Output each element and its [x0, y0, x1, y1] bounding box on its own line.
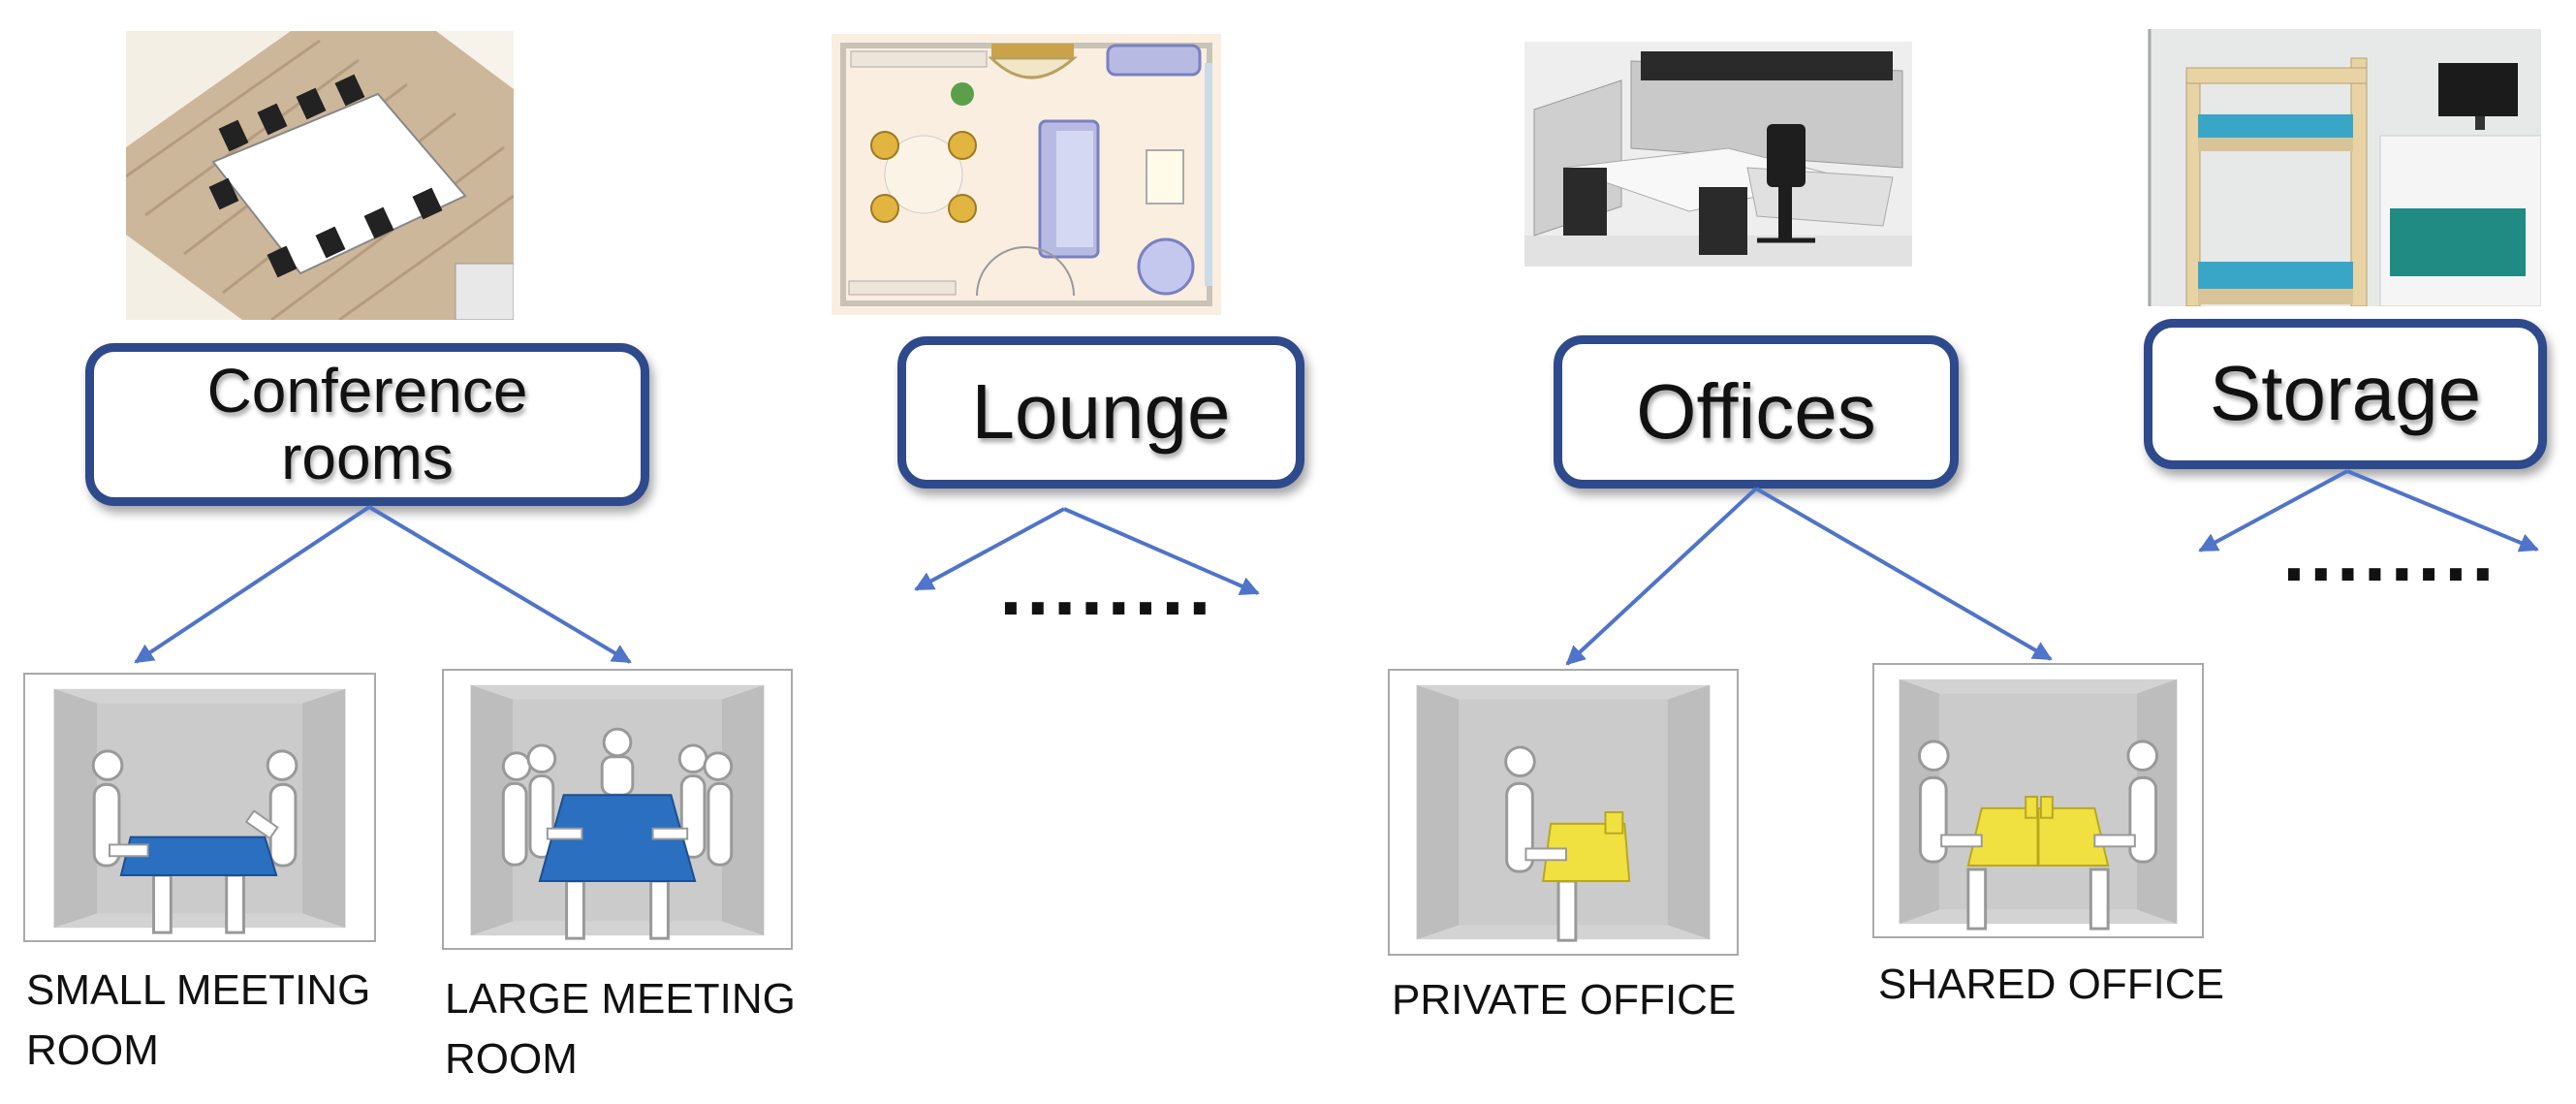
category-label: Offices	[1636, 367, 1876, 455]
category-box-storage: Storage	[2144, 319, 2547, 469]
offices-cubicle-photo	[1524, 42, 1912, 267]
large-meeting-room-thumb	[442, 669, 793, 950]
arrow-storage-right	[2346, 469, 2539, 552]
storage-bunk-photo	[2148, 29, 2541, 306]
private-office-thumb	[1388, 669, 1739, 956]
category-label: Storage	[2209, 350, 2482, 437]
shared-office-thumb	[1872, 663, 2204, 938]
category-box-lounge: Lounge	[897, 336, 1304, 489]
large-meeting-room-caption: LARGE MEETING ROOM	[445, 975, 796, 1083]
category-label: Lounge	[971, 368, 1231, 456]
category-box-offices: Offices	[1554, 335, 1959, 489]
arrow-storage-left	[2198, 469, 2348, 552]
arrow-offices-private	[1565, 487, 1758, 666]
lounge-ellipsis: ........	[998, 554, 1214, 631]
lounge-floorplan-photo	[832, 34, 1221, 315]
arrow-lounge-left	[914, 507, 1065, 591]
arrow-offices-shared	[1754, 487, 2053, 661]
conference-room-photo	[126, 31, 514, 320]
arrow-conference-small	[134, 505, 371, 664]
small-meeting-room-caption: SMALL MEETING ROOM	[26, 966, 371, 1074]
category-box-conference-rooms: Conference rooms	[85, 343, 649, 506]
small-meeting-room-thumb	[23, 673, 376, 942]
private-office-caption: PRIVATE OFFICE	[1392, 976, 1737, 1024]
arrow-conference-large	[367, 505, 632, 664]
shared-office-caption: SHARED OFFICE	[1878, 961, 2224, 1008]
arrow-lounge-right	[1063, 507, 1260, 595]
storage-ellipsis: ........	[2281, 520, 2497, 597]
category-label: Conference rooms	[206, 355, 528, 492]
